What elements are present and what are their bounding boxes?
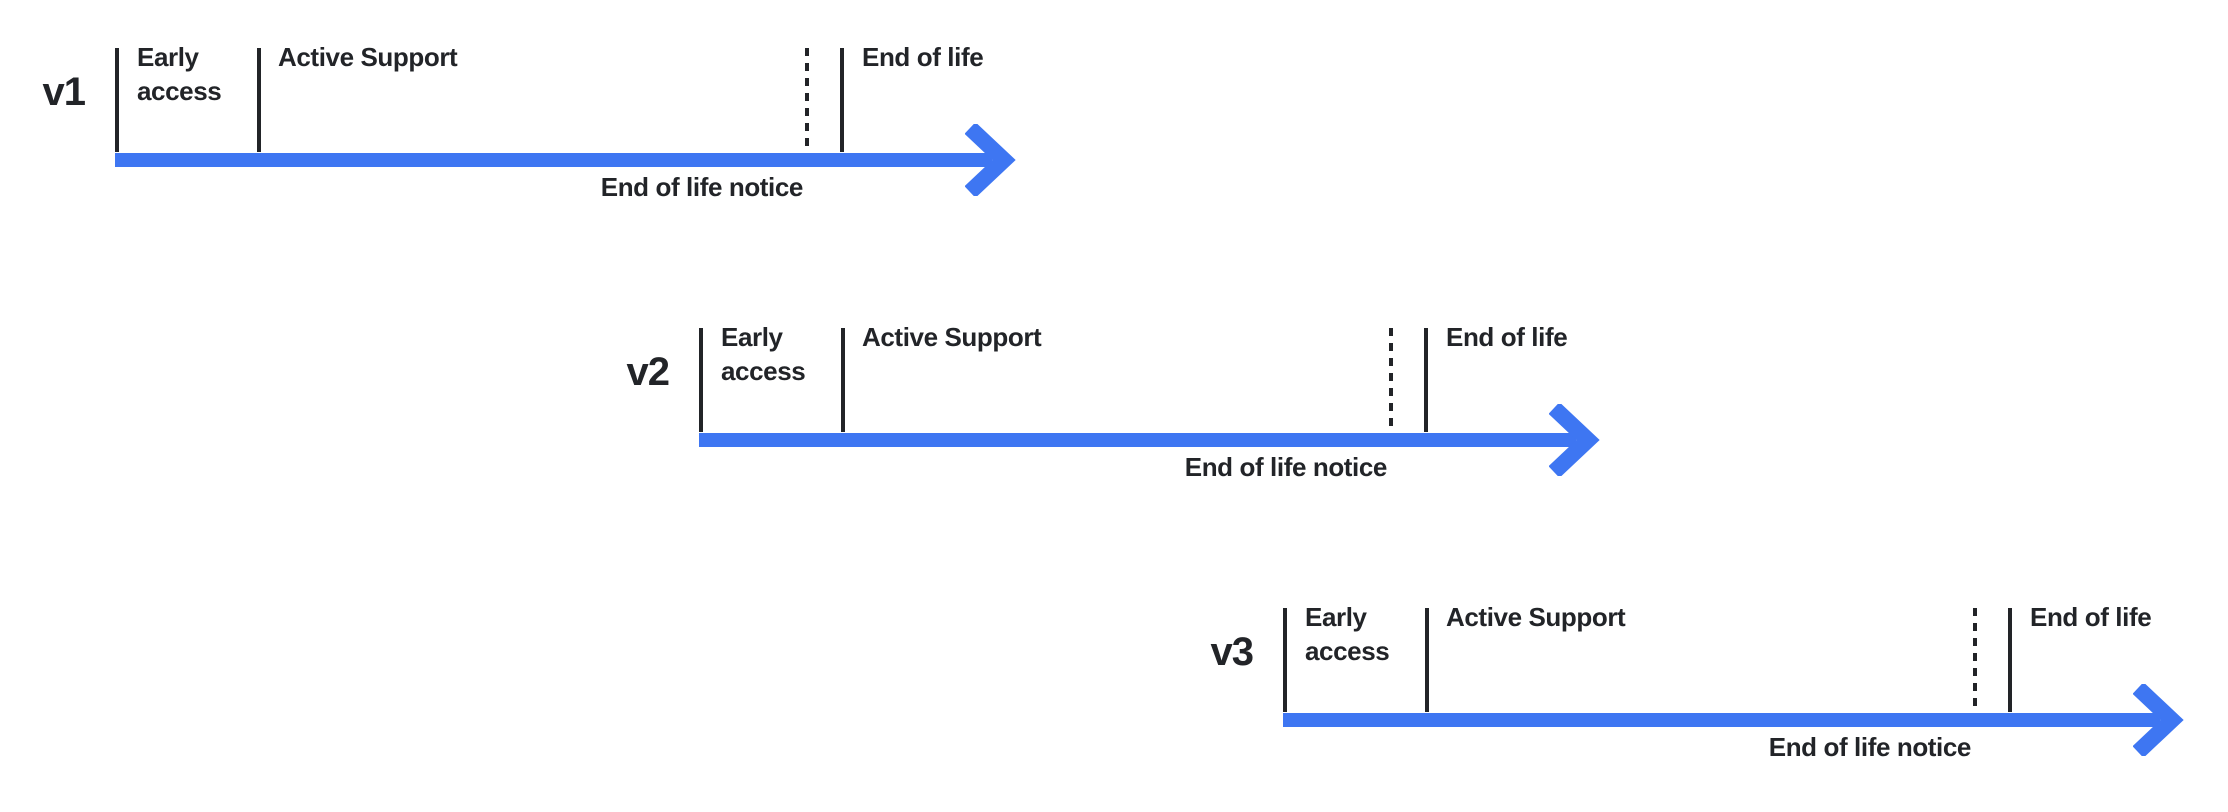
timeline-arrow-shaft [699, 433, 1576, 447]
end-of-life-notice-label: End of life notice [1768, 732, 1972, 762]
timeline-row-v1: v1 Early access Active Support End of li… [43, 42, 1177, 278]
early-access-label: Early access [721, 322, 806, 386]
active-support-label: Active Support [278, 42, 458, 72]
timeline-arrow-shaft [115, 153, 992, 167]
early-access-label: Early access [137, 42, 222, 106]
end-of-life-label: End of life [1446, 322, 1568, 352]
version-label: v2 [626, 350, 671, 394]
eol-notice-dashed-tick [1389, 328, 1393, 432]
timeline-row-v3: v3 Early access Active Support End of li… [1211, 602, 2228, 812]
arrow-right-icon [1549, 404, 1600, 476]
active-support-label: Active Support [862, 322, 1042, 352]
eol-notice-dashed-tick [1973, 608, 1977, 712]
early-access-label: Early access [1305, 602, 1390, 666]
end-of-life-tick [840, 48, 844, 152]
timeline-arrow-shaft [1283, 713, 2160, 727]
early-access-start-tick [699, 328, 703, 432]
active-support-start-tick [257, 48, 261, 152]
end-of-life-notice-label: End of life notice [600, 172, 804, 202]
active-support-label: Active Support [1446, 602, 1626, 632]
end-of-life-label: End of life [862, 42, 984, 72]
arrow-right-icon [2133, 684, 2184, 756]
version-label: v3 [1210, 630, 1255, 674]
end-of-life-notice-label: End of life notice [1184, 452, 1388, 482]
active-support-start-tick [1425, 608, 1429, 712]
early-access-start-tick [115, 48, 119, 152]
end-of-life-label: End of life [2030, 602, 2152, 632]
active-support-start-tick [841, 328, 845, 432]
timeline-row-v2: v2 Early access Active Support End of li… [627, 322, 1761, 558]
version-label: v1 [42, 70, 87, 114]
eol-notice-dashed-tick [805, 48, 809, 152]
arrow-right-icon [965, 124, 1016, 196]
end-of-life-tick [1424, 328, 1428, 432]
early-access-start-tick [1283, 608, 1287, 712]
end-of-life-tick [2008, 608, 2012, 712]
